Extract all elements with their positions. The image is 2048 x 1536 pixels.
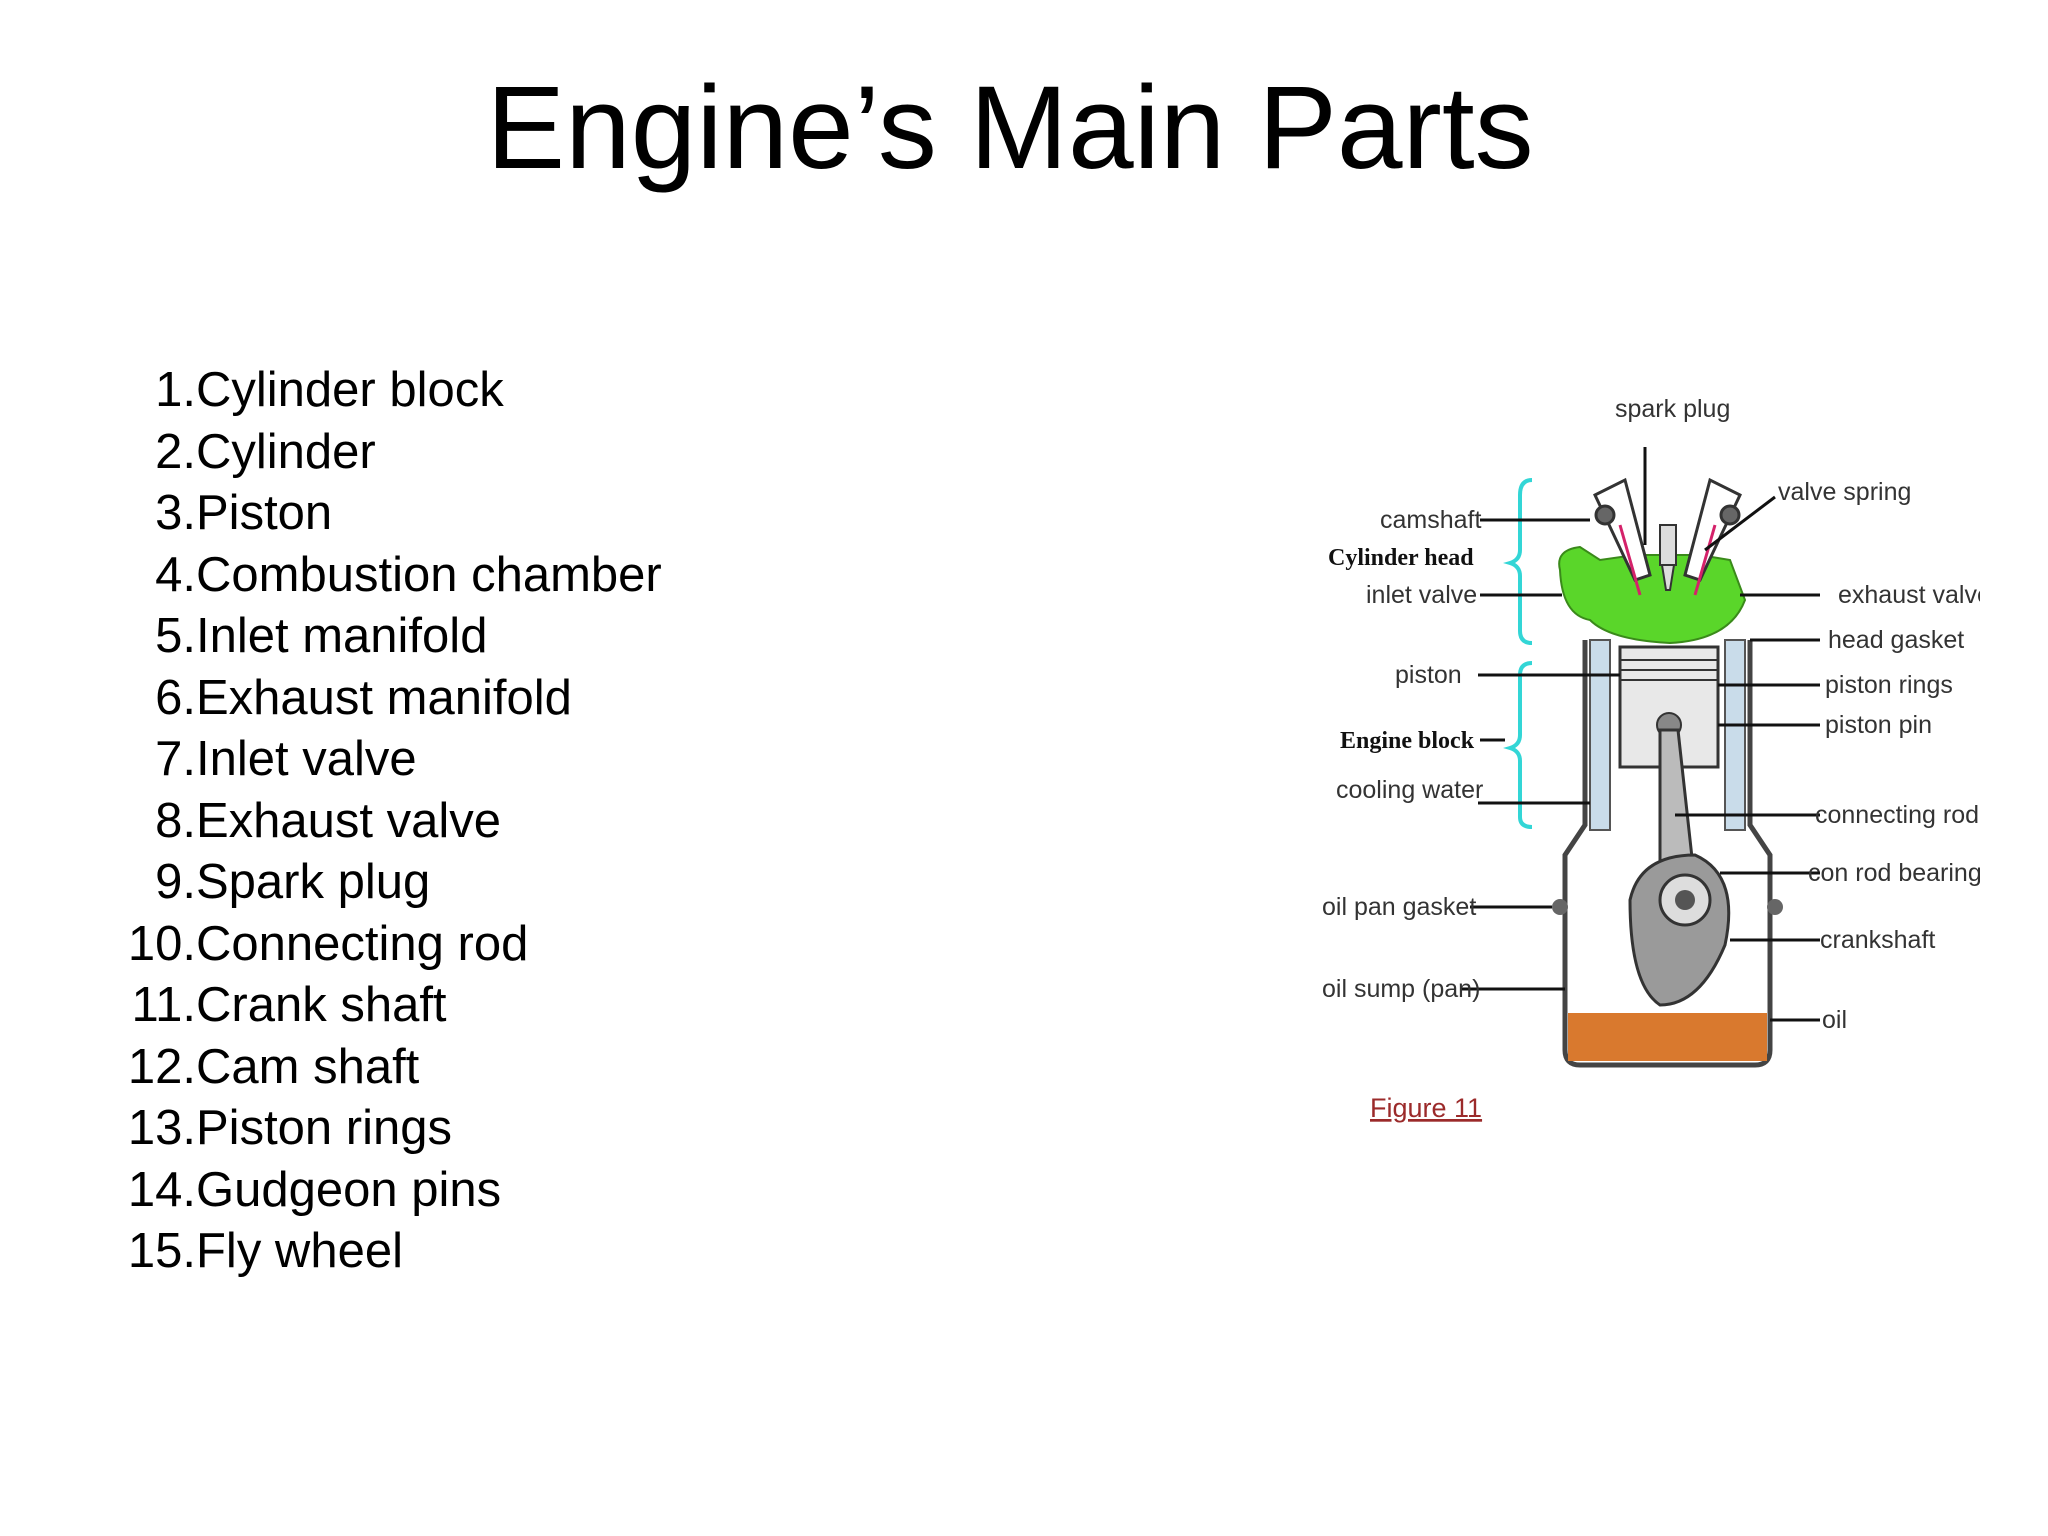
label-piston: piston bbox=[1395, 661, 1462, 689]
label-engine-block: Engine block bbox=[1340, 728, 1475, 754]
item-number: 1. bbox=[155, 363, 196, 417]
crankshaft-shape bbox=[1628, 853, 1731, 1007]
oil-pan-bolt-right bbox=[1767, 899, 1783, 915]
cylinder-head-shape bbox=[1558, 545, 1747, 645]
label-valve-spring: valve spring bbox=[1778, 478, 1911, 506]
item-label: Combustion chamber bbox=[196, 547, 662, 602]
cooling-water-jacket-left bbox=[1589, 639, 1611, 831]
item-number: 6. bbox=[155, 670, 196, 725]
item-label: Exhaust manifold bbox=[196, 670, 572, 725]
list-item: 14.Gudgeon pins bbox=[120, 1160, 662, 1222]
list-item: 15.Fly wheel bbox=[120, 1221, 662, 1283]
label-exhaust-valve: exhaust valve bbox=[1838, 581, 1980, 609]
label-con-rod-bearing: con rod bearing bbox=[1808, 859, 1980, 887]
list-item: 2.Cylinder bbox=[120, 422, 662, 484]
item-number: 12. bbox=[127, 1039, 196, 1094]
item-number: 8. bbox=[155, 793, 196, 848]
leader-lines bbox=[1462, 447, 1820, 1022]
label-oil-pan-gasket: oil pan gasket bbox=[1322, 893, 1476, 921]
item-number: 4. bbox=[155, 547, 196, 602]
item-label: Exhaust valve bbox=[196, 793, 502, 848]
list-item: 11.Crank shaft bbox=[120, 975, 662, 1037]
item-number: 7. bbox=[155, 732, 196, 786]
label-camshaft: camshaft bbox=[1380, 506, 1481, 534]
item-label: Connecting rod bbox=[196, 916, 529, 971]
list-item: 10.Connecting rod bbox=[120, 914, 662, 976]
cooling-water-jacket-right bbox=[1724, 639, 1746, 831]
label-spark-plug: spark plug bbox=[1615, 395, 1730, 423]
label-crankshaft: crankshaft bbox=[1820, 926, 1935, 954]
item-label: Crank shaft bbox=[196, 978, 447, 1032]
figure-caption: Figure 11 bbox=[1370, 1093, 1482, 1123]
item-label: Inlet valve bbox=[196, 732, 417, 786]
item-number: 3. bbox=[155, 486, 196, 540]
list-item: 1.Cylinder block bbox=[120, 360, 662, 422]
valve-stems bbox=[1618, 524, 1717, 596]
engine-diagram-svg: spark plug valve spring camshaft Cylinde… bbox=[1322, 395, 1980, 1123]
engine-block-brace bbox=[1503, 661, 1533, 829]
parts-list: 1.Cylinder block 2.Cylinder 3.Piston 4.C… bbox=[120, 360, 662, 1283]
item-number: 10. bbox=[127, 916, 196, 971]
list-item: 9.Spark plug bbox=[120, 852, 662, 914]
list-item: 7.Inlet valve bbox=[120, 729, 662, 791]
item-label: Piston bbox=[196, 486, 333, 540]
label-inlet-valve: inlet valve bbox=[1366, 581, 1477, 609]
item-number: 13. bbox=[127, 1101, 196, 1155]
item-label: Inlet manifold bbox=[196, 609, 488, 663]
item-number: 15. bbox=[127, 1224, 196, 1278]
spark-plug-shape bbox=[1659, 524, 1677, 591]
item-label: Cam shaft bbox=[196, 1039, 420, 1094]
item-label: Spark plug bbox=[196, 855, 431, 909]
label-connecting-rod: connecting rod bbox=[1815, 801, 1979, 829]
list-item: 5.Inlet manifold bbox=[120, 606, 662, 668]
cylinder-head-brace bbox=[1503, 478, 1533, 645]
label-oil: oil bbox=[1822, 1006, 1847, 1034]
list-item: 4.Combustion chamber bbox=[120, 545, 662, 607]
label-head-gasket: head gasket bbox=[1828, 626, 1964, 654]
item-label: Cylinder bbox=[196, 424, 376, 479]
slide-title: Engine’s Main Parts bbox=[486, 62, 1534, 194]
item-number: 11. bbox=[131, 978, 196, 1032]
list-item: 12.Cam shaft bbox=[120, 1037, 662, 1099]
list-item: 3.Piston bbox=[120, 483, 662, 545]
oil-fill bbox=[1568, 1013, 1767, 1061]
label-piston-pin: piston pin bbox=[1825, 711, 1932, 739]
list-item: 6.Exhaust manifold bbox=[120, 668, 662, 730]
list-item: 13.Piston rings bbox=[120, 1098, 662, 1160]
item-number: 5. bbox=[155, 609, 196, 663]
label-cylinder-head: Cylinder head bbox=[1328, 545, 1474, 571]
list-item: 8.Exhaust valve bbox=[120, 791, 662, 853]
label-cooling-water: cooling water bbox=[1336, 776, 1483, 804]
engine-block-shape bbox=[1562, 640, 1773, 1068]
item-number: 9. bbox=[155, 855, 196, 909]
engine-diagram: spark plug valve spring camshaft Cylinde… bbox=[1300, 385, 1980, 1165]
label-piston-rings: piston rings bbox=[1825, 671, 1953, 699]
item-number: 14. bbox=[127, 1162, 196, 1217]
item-label: Gudgeon pins bbox=[196, 1162, 502, 1217]
item-label: Fly wheel bbox=[196, 1224, 403, 1278]
item-label: Piston rings bbox=[196, 1101, 453, 1155]
item-number: 2. bbox=[155, 424, 196, 479]
item-label: Cylinder block bbox=[196, 363, 504, 417]
oil-pan-bolt-left bbox=[1552, 899, 1568, 915]
label-oil-sump: oil sump (pan) bbox=[1322, 975, 1480, 1003]
